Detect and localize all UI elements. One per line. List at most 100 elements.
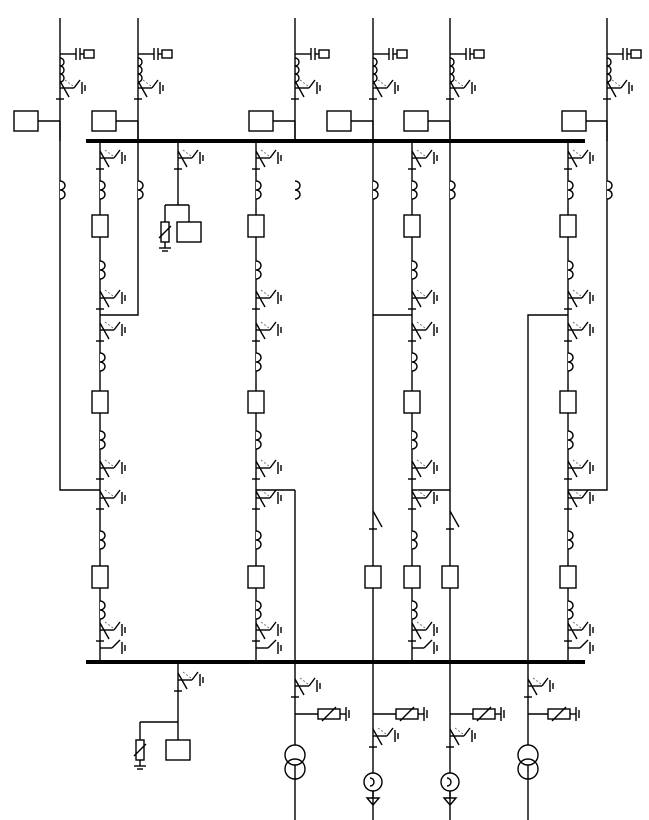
current-transformer: [567, 260, 574, 280]
circuit-breaker: [247, 214, 265, 238]
power-transformer: [517, 744, 539, 780]
voltage-transformer-box: [326, 110, 352, 132]
line-trap: [372, 48, 408, 83]
disconnector: [564, 321, 594, 342]
disconnector: [252, 149, 282, 170]
bus-vt-disconnector: [174, 149, 204, 170]
current-transformer: [411, 600, 418, 620]
disconnector: [408, 149, 438, 170]
line-trap: [449, 48, 485, 83]
circuit-breaker: [247, 390, 265, 414]
line-disconnector: [603, 79, 633, 100]
equipment-symbols: [13, 48, 642, 807]
current-transformer: [567, 352, 574, 372]
current-transformer: [99, 600, 106, 620]
disconnector: [408, 321, 438, 342]
current-transformer: [567, 530, 574, 550]
voltage-transformer-box: [165, 739, 191, 761]
line-trap: [137, 48, 173, 83]
line-trap: [59, 48, 95, 83]
current-transformer: [567, 600, 574, 620]
disconnector: [564, 289, 594, 310]
circuit-breaker: [247, 565, 265, 589]
line-disconnector: [134, 79, 164, 100]
disconnector: [408, 289, 438, 310]
disconnector: [564, 149, 594, 170]
disconnector: [252, 459, 282, 480]
voltage-transformer-box: [403, 110, 429, 132]
disconnector: [369, 510, 383, 530]
disconnector: [564, 459, 594, 480]
current-transformer: [411, 430, 418, 450]
disconnector: [564, 489, 594, 510]
current-transformer: [411, 260, 418, 280]
disconnector: [96, 289, 126, 310]
surge-arrester: [547, 706, 580, 722]
disconnector: [369, 727, 399, 748]
busbars: [86, 139, 585, 664]
current-transformer: [99, 260, 106, 280]
disconnector: [252, 489, 282, 510]
line-disconnector: [56, 79, 86, 100]
circuit-breaker: [559, 390, 577, 414]
circuit-breaker: [364, 565, 382, 589]
disconnector: [96, 459, 126, 480]
current-transformer: [99, 352, 106, 372]
voltage-transformer-box: [248, 110, 274, 132]
voltage-transformer-box: [561, 110, 587, 132]
disconnector: [564, 621, 594, 642]
bus-vt-disconnector: [174, 671, 204, 692]
current-transformer: [449, 180, 456, 200]
current-transformer: [255, 352, 262, 372]
circuit-breaker: [403, 214, 421, 238]
generator: [440, 772, 460, 807]
line-disconnector: [369, 79, 399, 100]
power-transformer: [284, 744, 306, 780]
disconnector: [524, 677, 554, 698]
feeder-tap: [412, 121, 451, 491]
current-transformer: [255, 530, 262, 550]
feeder-tap: [59, 121, 100, 491]
current-transformer: [255, 260, 262, 280]
current-transformer: [411, 180, 418, 200]
disconnector: [252, 621, 282, 642]
current-transformer: [567, 180, 574, 200]
disconnector: [96, 149, 126, 170]
current-transformer: [567, 430, 574, 450]
circuit-breaker: [403, 565, 421, 589]
generator: [363, 772, 383, 807]
disconnector: [408, 489, 438, 510]
disconnector: [252, 289, 282, 310]
current-transformer: [411, 352, 418, 372]
current-transformer: [99, 180, 106, 200]
disconnector: [96, 621, 126, 642]
surge-arrester: [133, 739, 147, 770]
earthing-switch: [568, 639, 594, 654]
circuit-breaker: [91, 390, 109, 414]
current-transformer: [372, 180, 379, 200]
voltage-transformer-box: [13, 110, 39, 132]
disconnector: [408, 621, 438, 642]
disconnector: [96, 321, 126, 342]
current-transformer: [411, 530, 418, 550]
line-disconnector: [446, 79, 476, 100]
disconnector: [252, 321, 282, 342]
current-transformer: [59, 180, 66, 200]
feeder-tap: [527, 314, 568, 662]
current-transformer: [99, 530, 106, 550]
disconnector: [96, 489, 126, 510]
earthing-switch: [412, 639, 438, 654]
line-trap: [294, 48, 330, 83]
current-transformer: [255, 180, 262, 200]
earthing-switch: [256, 639, 282, 654]
voltage-transformer-box: [91, 110, 117, 132]
current-transformer: [99, 430, 106, 450]
wiring: [38, 18, 608, 820]
line-disconnector: [291, 79, 321, 100]
current-transformer: [255, 600, 262, 620]
earthing-switch: [100, 639, 126, 654]
disconnector: [446, 727, 476, 748]
circuit-breaker: [441, 565, 459, 589]
voltage-transformer-box: [176, 221, 202, 243]
